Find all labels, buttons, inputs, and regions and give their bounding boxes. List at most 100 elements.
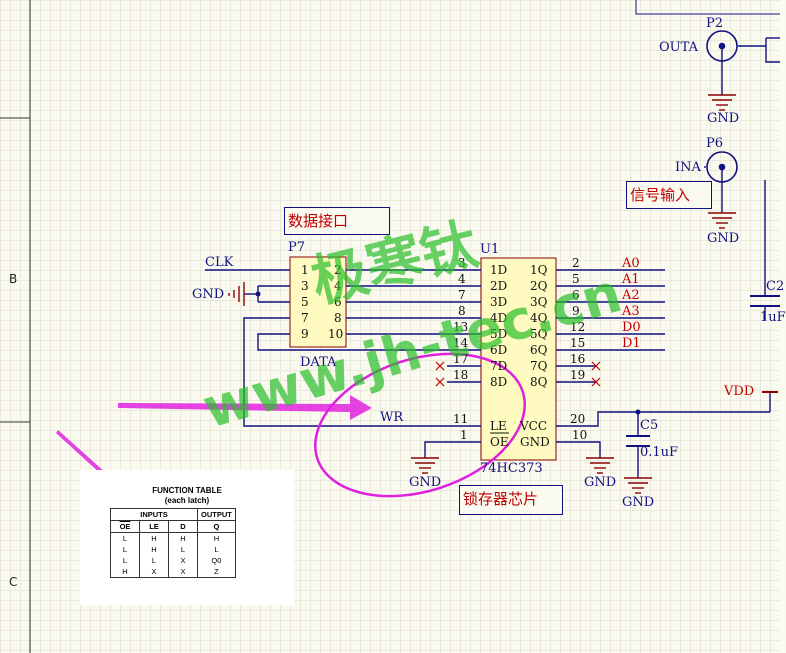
u1-pin-num-1: 1	[460, 428, 468, 442]
u1-pin-7q: 7Q	[530, 359, 548, 373]
cell: X	[139, 566, 169, 578]
function-table-subtitle: (each latch)	[164, 496, 210, 505]
gnd-label-c5: GND	[622, 495, 655, 510]
u1-pin-num-4: 4	[458, 272, 466, 286]
cell: H	[197, 532, 236, 544]
u1-pin-7d: 7D	[490, 359, 508, 373]
bnc-port-p6[interactable]	[706, 151, 738, 183]
u1-pin-6q: 6Q	[530, 343, 548, 357]
capacitor-c5[interactable]	[626, 435, 650, 447]
net-label-a3: A3	[622, 304, 640, 319]
u1-pin-num-5: 5	[572, 272, 580, 286]
net-label-gnd-connector: GND	[192, 287, 225, 302]
table-row: L H H H	[110, 532, 236, 544]
bnc-port-p2[interactable]	[706, 30, 738, 62]
chip-part: 74HC373	[480, 461, 543, 476]
connector-pin-3: 3	[301, 279, 309, 293]
connector-pin-1: 1	[301, 263, 309, 277]
border-label-b: B	[9, 272, 18, 286]
capacitor-c2[interactable]	[750, 295, 780, 307]
c2-ref: C2	[766, 279, 785, 294]
gnd-label-p2: GND	[707, 111, 740, 126]
gnd-symbol-chip	[586, 457, 614, 474]
gnd-symbol-p2	[708, 94, 736, 111]
data-port-box: 数据接口	[284, 207, 390, 235]
p6-ref: P6	[706, 136, 724, 151]
u1-pin-num-13: 13	[453, 320, 469, 334]
signal-input-box: 信号输入	[626, 181, 712, 209]
u1-pin-num-7: 7	[458, 288, 466, 302]
gnd-symbol-c5	[624, 477, 652, 494]
latch-chip-box-text: 锁存器芯片	[463, 490, 539, 508]
junctions	[255, 291, 641, 415]
u1-pin-3d: 3D	[490, 295, 508, 309]
u1-pin-3q: 3Q	[530, 295, 548, 309]
function-table-grid: INPUTS OUTPUT OE LE D Q L H H H L H L L …	[110, 508, 236, 578]
col-q: Q	[197, 520, 236, 533]
u1-pin-num-6: 6	[572, 288, 580, 302]
col-oe: OE	[110, 520, 140, 533]
data-port-box-text: 数据接口	[288, 212, 349, 230]
cell: L	[110, 532, 140, 544]
connector-p7-body[interactable]	[289, 256, 347, 348]
p6-net-label: INA	[675, 160, 701, 175]
p2-net-label: OUTA	[659, 40, 698, 55]
arrow-to-wr	[118, 395, 372, 420]
gnd-label-oe: GND	[409, 475, 442, 490]
cell: X	[168, 555, 198, 566]
table-row: H X X Z	[110, 566, 236, 578]
u1-pin-num-18: 18	[453, 368, 469, 382]
u1-pin-num-20: 20	[570, 412, 586, 426]
cell: Q0	[197, 555, 236, 566]
col-le: LE	[139, 520, 169, 533]
cell: L	[110, 555, 140, 566]
function-table-title: FUNCTION TABLE	[152, 486, 222, 495]
cell: L	[197, 544, 236, 555]
table-row: L L X Q0	[110, 555, 236, 566]
function-table: FUNCTION TABLE (each latch) INPUTS OUTPU…	[80, 470, 294, 605]
connector-pin-10: 10	[328, 327, 344, 341]
connector-name: DATA	[300, 355, 337, 370]
cell: Z	[197, 566, 236, 578]
cell: H	[139, 544, 169, 555]
u1-pin-2d: 2D	[490, 279, 508, 293]
connector-pin-7: 7	[301, 311, 309, 325]
col-d: D	[168, 520, 198, 533]
u1-pin-1d: 1D	[490, 263, 508, 277]
u1-pin-num-19: 19	[570, 368, 586, 382]
function-table-title-block: FUNCTION TABLE (each latch)	[80, 486, 294, 506]
ground-symbols	[228, 94, 736, 494]
cell: H	[139, 532, 169, 544]
output-label-box-partial	[635, 0, 780, 15]
u1-pin-8d: 8D	[490, 375, 508, 389]
chip-ref: U1	[480, 242, 500, 257]
connector-pin-6: 6	[334, 295, 342, 309]
wires	[205, 37, 780, 478]
u1-pin-num-2: 2	[572, 256, 580, 270]
connector-pin-8: 8	[334, 311, 342, 325]
cell: L	[139, 555, 169, 566]
net-label-clk: CLK	[205, 255, 234, 270]
u1-pin-5q: 5Q	[530, 327, 548, 341]
u1-pin-num-16: 16	[570, 352, 586, 366]
connector-pin-5: 5	[301, 295, 309, 309]
u1-pin-8q: 8Q	[530, 375, 548, 389]
p2-ref: P2	[706, 16, 724, 31]
u1-pin-6d: 6D	[490, 343, 508, 357]
u1-pin-4d: 4D	[490, 311, 508, 325]
gnd-symbol-oe	[411, 457, 439, 474]
cell: X	[168, 566, 198, 578]
connector-pin-4: 4	[334, 279, 342, 293]
gnd-symbol-p6	[708, 212, 736, 229]
u1-pin-2q: 2Q	[530, 279, 548, 293]
net-label-vdd: VDD	[724, 384, 755, 399]
u1-pin-le: LE	[490, 419, 507, 433]
c5-ref: C5	[640, 418, 659, 433]
gnd-label-p6: GND	[707, 231, 740, 246]
no-connect-marks	[435, 361, 601, 387]
sheet-border	[0, 0, 31, 653]
u1-pin-num-9: 9	[572, 304, 580, 318]
cell: L	[168, 544, 198, 555]
cell: L	[110, 544, 140, 555]
connector-ref: P7	[288, 240, 306, 255]
